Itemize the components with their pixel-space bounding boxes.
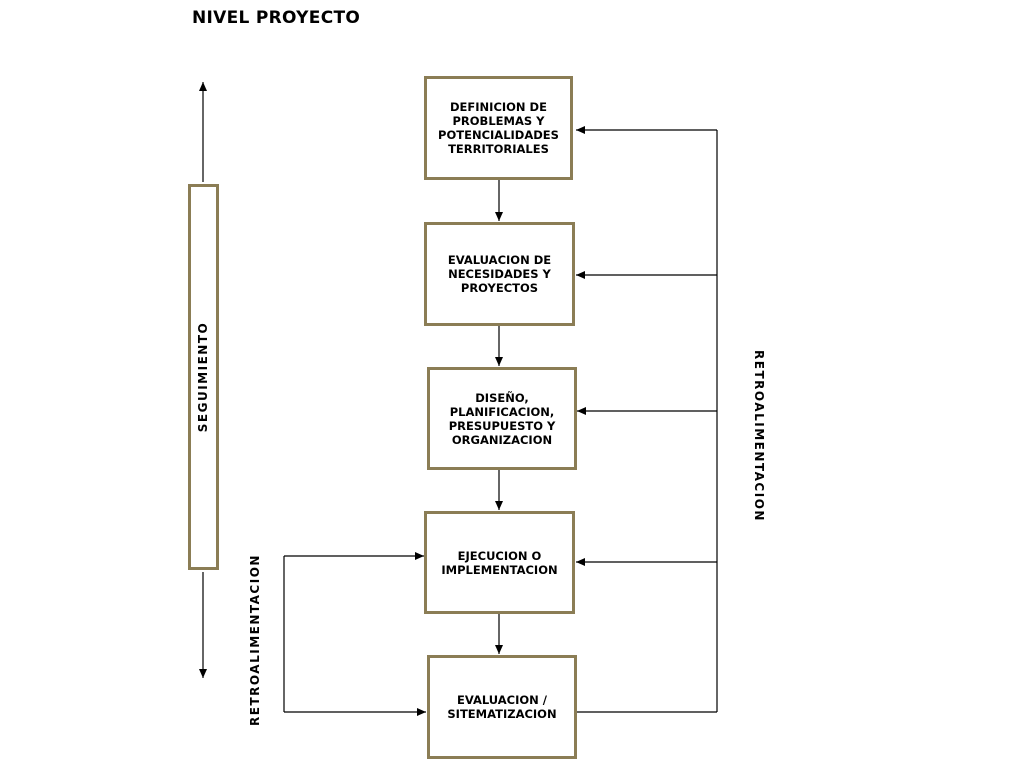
box-label: DEFINICION DE PROBLEMAS Y POTENCIALIDADE… <box>438 100 559 156</box>
box-label: DISEÑO, PLANIFICACION, PRESUPUESTO Y ORG… <box>448 390 556 447</box>
box-label: EVALUACION / SITEMATIZACION <box>447 693 557 721</box>
box-ejecucion: EJECUCION O IMPLEMENTACION <box>424 511 575 614</box>
box-evaluacion-sistematizacion: EVALUACION / SITEMATIZACION <box>427 655 577 759</box>
seguimiento-box <box>188 184 219 570</box>
box-label: EJECUCION O IMPLEMENTACION <box>441 548 558 577</box>
page-title: NIVEL PROYECTO <box>192 8 361 28</box>
retroalimentacion-left-label: RETROALIMENTACION <box>248 554 262 726</box>
box-label: EVALUACION DE NECESIDADES Y PROYECTOS <box>447 253 552 295</box>
box-evaluacion-necesidades: EVALUACION DE NECESIDADES Y PROYECTOS <box>424 222 575 326</box>
box-definicion-problemas: DEFINICION DE PROBLEMAS Y POTENCIALIDADE… <box>424 76 573 180</box>
seguimiento-label: SEGUIMIENTO <box>196 321 210 433</box>
retroalimentacion-right-label: RETROALIMENTACION <box>752 350 766 522</box>
box-diseno-planificacion: DISEÑO, PLANIFICACION, PRESUPUESTO Y ORG… <box>427 367 577 470</box>
